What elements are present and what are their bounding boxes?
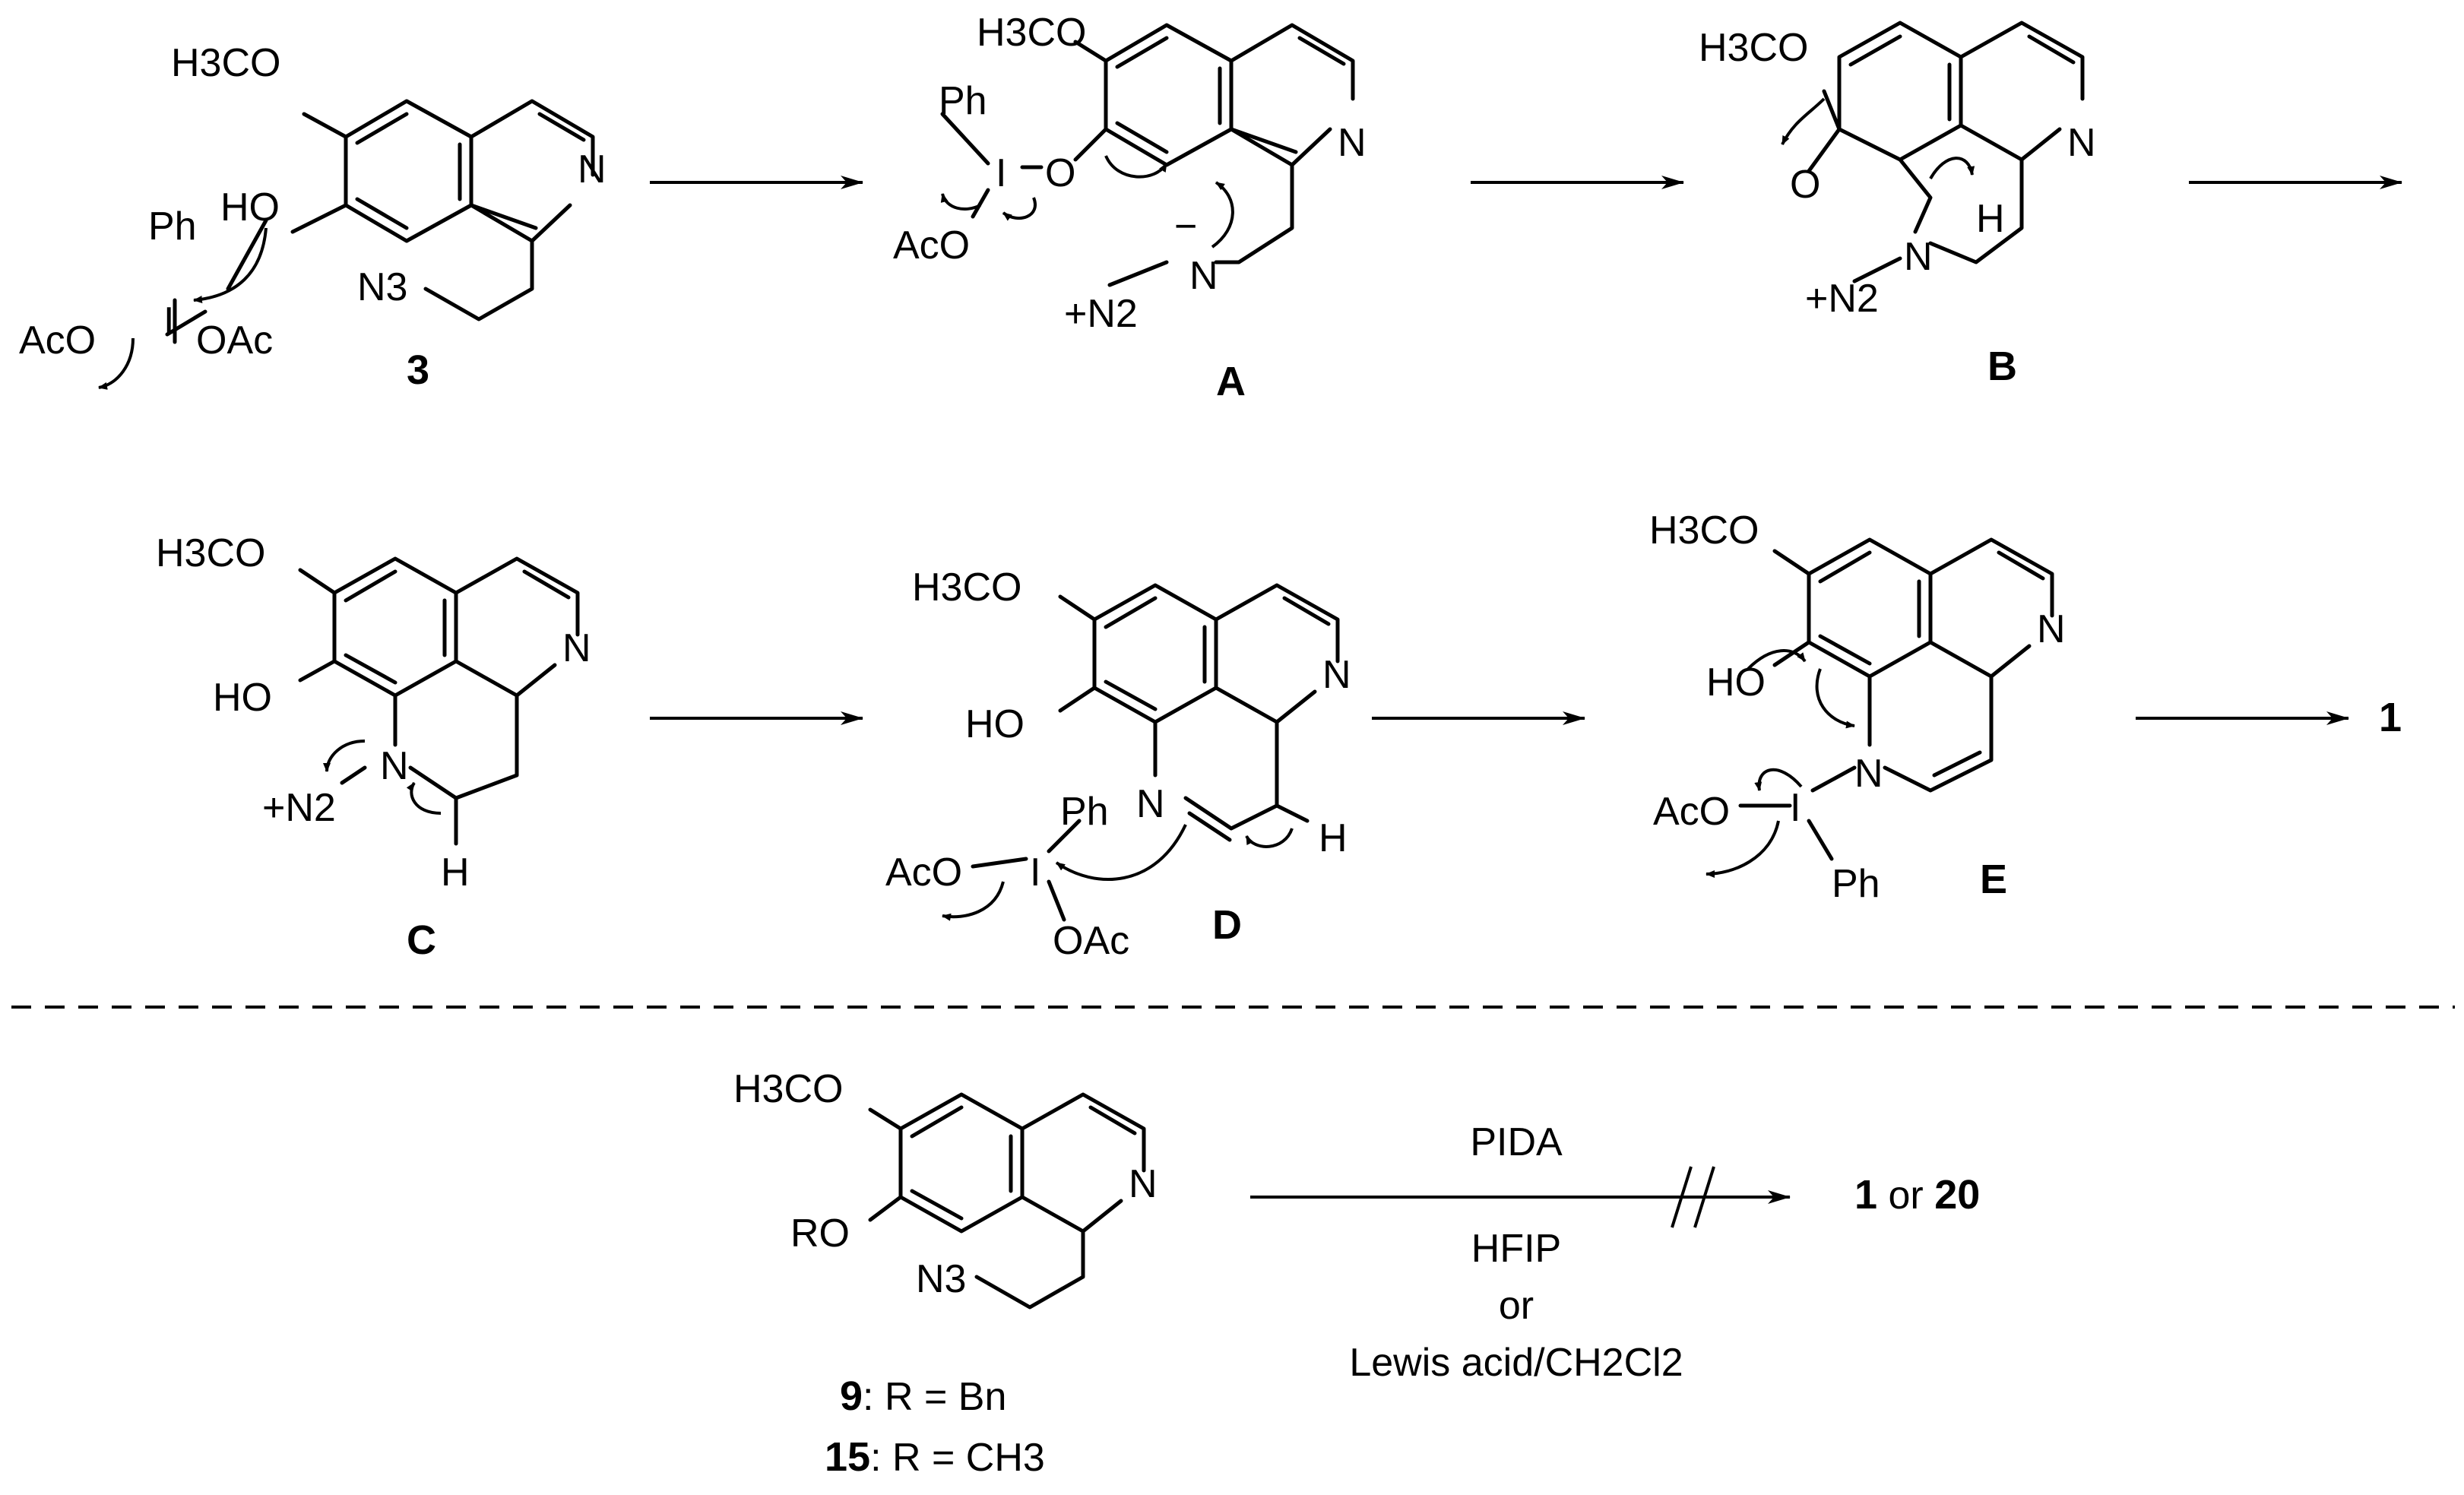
cA-o: O: [1045, 151, 1075, 195]
cC-n2plus: +N2: [262, 786, 336, 830]
cB-n2plus: +N2: [1805, 277, 1879, 321]
compound-C-structure: [298, 556, 580, 846]
cA-aco: AcO: [893, 223, 970, 268]
compound-9-label: 9: [840, 1373, 863, 1419]
c3-aco: AcO: [19, 318, 96, 363]
solvent-2-label: Lewis acid/CH2Cl2: [1349, 1341, 1683, 1385]
product-1-label: 1: [2379, 695, 2402, 740]
cA-n2plus: +N2: [1064, 292, 1138, 336]
cC-n: N: [562, 626, 591, 670]
cE-n-ring: N: [1854, 752, 1883, 796]
cE-ho: HO: [1706, 660, 1766, 705]
product-1: 1: [1854, 1172, 1877, 1218]
substituent-9-text: : R = Bn: [863, 1375, 1006, 1419]
c3-iodine: I: [163, 299, 174, 344]
substituent-15-text: : R = CH3: [870, 1436, 1045, 1480]
c9-ro: RO: [790, 1212, 850, 1256]
cA-minus: −: [1174, 204, 1197, 249]
substituent-9: 9: R = Bn: [840, 1373, 1006, 1419]
product-or: or: [1877, 1174, 1934, 1218]
c3-ph: Ph: [148, 204, 197, 249]
cB-h3co: H3CO: [1699, 26, 1808, 70]
cA-iodine: I: [996, 151, 1006, 195]
reagent-label: PIDA: [1470, 1120, 1563, 1164]
product-20: 20: [1934, 1172, 1980, 1218]
no-reaction-slash-1: [1671, 1166, 1693, 1228]
c9-n: N: [1129, 1162, 1158, 1206]
c9-h3co: H3CO: [733, 1067, 843, 1111]
cB-n: N: [2067, 121, 2096, 165]
cE-h3co: H3CO: [1649, 508, 1759, 553]
or-label: or: [1499, 1284, 1534, 1328]
cA-n-azide: N: [1189, 254, 1218, 298]
cD-h3co: H3CO: [912, 565, 1021, 610]
cB-h: H: [1976, 197, 2005, 241]
c3-h3co: H3CO: [171, 41, 280, 85]
compound-C-label: C: [407, 917, 436, 963]
compound-B-label: B: [1987, 344, 2017, 389]
cD-iodine: I: [1030, 850, 1040, 895]
c3-n3: N3: [357, 265, 407, 309]
cD-oac: OAc: [1053, 919, 1129, 963]
compound-E-label: E: [1980, 857, 2007, 902]
c9-n3: N3: [916, 1257, 966, 1301]
cA-ph: Ph: [939, 79, 987, 123]
compound-E-structure: [1705, 537, 2054, 878]
substituent-15: 15: R = CH3: [825, 1434, 1045, 1480]
cD-ph: Ph: [1060, 790, 1109, 834]
compound-A-label: A: [1216, 359, 1246, 404]
compound-D-label: D: [1212, 902, 1242, 948]
compound-D-structure: [942, 583, 1340, 922]
cD-ho: HO: [965, 702, 1025, 746]
c3-n: N: [578, 147, 606, 192]
cA-h3co: H3CO: [977, 11, 1086, 55]
product-set: 1 or 20: [1854, 1172, 1980, 1218]
cE-ph: Ph: [1832, 862, 1880, 906]
cC-n-azide: N: [380, 744, 409, 788]
cB-n-azide: N: [1904, 235, 1933, 279]
compound-B-structure: [1781, 21, 2085, 283]
cE-n: N: [2037, 607, 2066, 651]
cC-ho: HO: [213, 676, 272, 720]
cE-iodine: I: [1790, 786, 1800, 830]
cD-n: N: [1322, 653, 1351, 697]
cD-h: H: [1319, 816, 1348, 860]
c3-ho: HO: [220, 185, 280, 230]
compound-9-15-structure: [868, 1092, 1146, 1310]
compound-3-label: 3: [407, 347, 429, 393]
cA-n: N: [1338, 121, 1367, 165]
compound-15-label: 15: [825, 1434, 870, 1480]
cE-aco: AcO: [1653, 790, 1730, 834]
compound-3-structure: [98, 99, 595, 390]
cB-o: O: [1790, 163, 1820, 207]
cC-h: H: [441, 850, 470, 895]
c3-oac: OAc: [196, 318, 273, 363]
no-reaction-slash-2: [1693, 1166, 1715, 1228]
cC-h3co: H3CO: [156, 531, 265, 575]
cD-aco: AcO: [885, 850, 962, 895]
cD-n-imine: N: [1136, 782, 1165, 826]
compound-A-structure: [940, 23, 1355, 287]
solvent-1-label: HFIP: [1471, 1227, 1561, 1271]
